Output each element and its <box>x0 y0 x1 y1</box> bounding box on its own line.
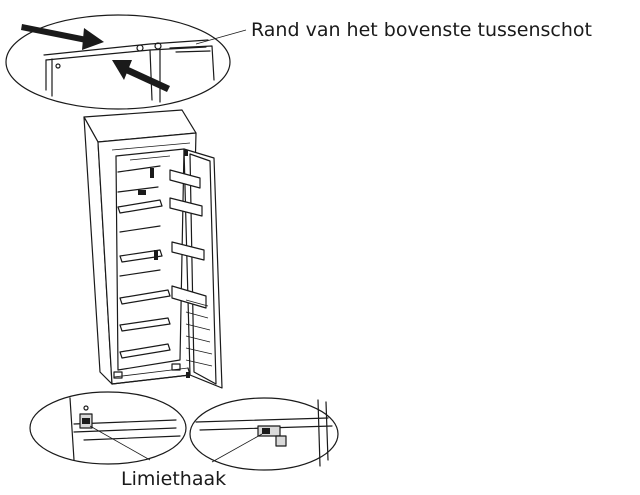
partition-edge-label: Rand van het bovenste tussenschot <box>251 19 592 41</box>
bottom-left-detail-callout <box>29 391 187 465</box>
arrow-right-icon <box>21 24 104 50</box>
top-leader-line <box>195 29 247 45</box>
bottom-right-detail-callout <box>189 397 339 471</box>
arrow-left-icon <box>112 60 170 92</box>
refrigerator-illustration <box>83 109 223 389</box>
limit-hook-label: Limiethaak <box>121 468 227 490</box>
limit-hook-leader-right <box>211 433 263 463</box>
top-detail-callout <box>5 14 247 110</box>
limit-hook-leader-left <box>89 425 151 461</box>
